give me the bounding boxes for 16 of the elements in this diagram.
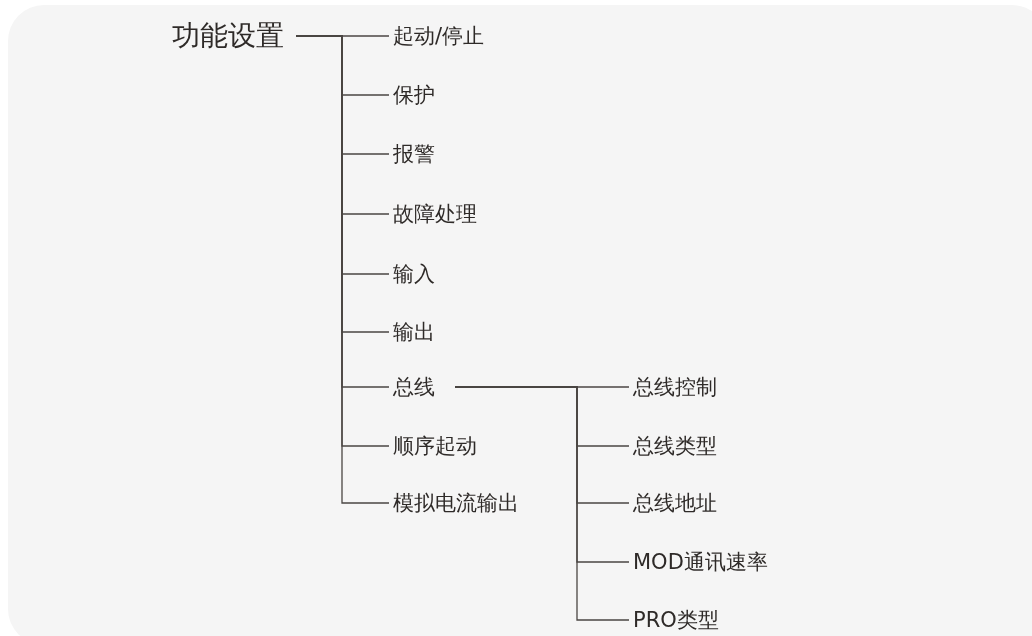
root-label: 功能设置 <box>172 22 284 50</box>
menu-item-label: PRO类型 <box>633 609 719 631</box>
menu-item-label: 故障处理 <box>393 203 477 225</box>
connector-line <box>454 386 630 621</box>
menu-item-label: 顺序起动 <box>393 435 477 457</box>
menu-item-label: 输出 <box>393 321 435 343</box>
menu-item-label: 保护 <box>393 84 435 106</box>
menu-item-label: 总线控制 <box>633 376 717 398</box>
menu-item-label: 总线类型 <box>633 435 717 457</box>
menu-item-label: 输入 <box>393 263 435 285</box>
menu-item-label: 报警 <box>393 143 435 165</box>
menu-item-label: 总线 <box>393 376 435 398</box>
menu-item-label: 模拟电流输出 <box>393 492 519 514</box>
menu-item-label: 总线地址 <box>633 492 717 514</box>
menu-item-label: 起动/停止 <box>393 25 485 47</box>
menu-item-label: MOD通讯速率 <box>633 551 768 573</box>
